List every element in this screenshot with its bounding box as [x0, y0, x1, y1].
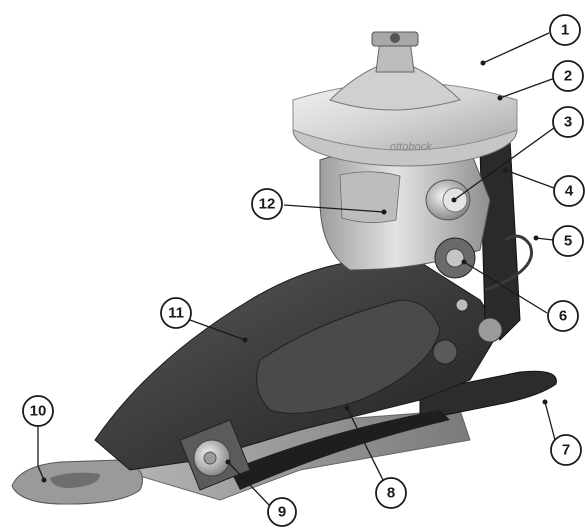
front-axle-pin-center	[203, 451, 217, 465]
callout-11-label: 11	[168, 305, 184, 322]
callout-1: 1	[549, 14, 581, 46]
callout-2-circle	[552, 60, 584, 92]
callout-5: 5	[552, 225, 584, 257]
leader-9-dot	[225, 459, 231, 465]
rear-strut	[479, 139, 521, 341]
leader-lines	[37, 32, 559, 507]
leader-2	[499, 77, 556, 99]
callout-9-circle	[267, 497, 297, 527]
callout-4: 4	[553, 175, 585, 207]
leader-10-dot	[41, 477, 47, 483]
adapter-engraving: ottobock	[390, 141, 432, 153]
callout-12: 12	[251, 188, 283, 220]
housing-window	[339, 171, 401, 223]
callout-1-circle	[549, 14, 581, 46]
callout-4-label: 4	[565, 183, 574, 200]
lower-spring-blade	[230, 410, 450, 490]
callout-2: 2	[552, 60, 584, 92]
rear-lower-pivot-2	[432, 339, 458, 365]
spring-cylinder	[256, 299, 441, 414]
callout-8: 8	[375, 477, 407, 509]
leader-6-dot	[461, 259, 467, 265]
callout-10: 10	[22, 395, 54, 427]
leader-11-dot	[242, 337, 248, 343]
callout-5-circle	[552, 225, 584, 257]
leader-10	[37, 426, 45, 481]
leader-8	[346, 407, 384, 481]
callout-9-label: 9	[278, 504, 286, 521]
callout-7: 7	[550, 434, 582, 466]
leader-5	[535, 237, 554, 241]
callout-6: 6	[547, 300, 579, 332]
leader-3	[453, 124, 559, 201]
leader-12-dot	[381, 209, 387, 215]
heel-pad-slot	[50, 472, 100, 488]
leader-4	[504, 169, 555, 189]
leader-7	[544, 401, 556, 441]
leader-7-dot	[542, 399, 548, 405]
leader-3-dot	[451, 197, 457, 203]
callout-8-circle	[375, 477, 407, 509]
leader-1-dot	[480, 60, 486, 66]
leader-8-dot	[344, 405, 350, 411]
callout-5-label: 5	[564, 233, 572, 250]
pyramid-adapter	[329, 59, 461, 111]
callout-3: 3	[552, 106, 584, 138]
callout-1-label: 1	[561, 22, 569, 39]
callout-10-label: 10	[30, 403, 47, 420]
leader-9	[227, 461, 271, 507]
callout-12-label: 12	[259, 196, 276, 213]
callout-8-label: 8	[387, 485, 395, 502]
callout-6-circle	[547, 300, 579, 332]
ankle-pivot-center	[445, 248, 465, 268]
pyramid-bore	[390, 33, 400, 43]
leader-1	[482, 32, 550, 64]
callout-10-circle	[22, 395, 54, 427]
leader-12	[283, 204, 385, 213]
callout-3-circle	[552, 106, 584, 138]
leader-11	[189, 319, 246, 341]
hydraulic-hose	[484, 234, 533, 292]
rear-lower-pivot	[477, 317, 503, 343]
rear-lower-pivot-3	[455, 298, 469, 312]
callout-11-circle	[160, 297, 192, 329]
callout-6-label: 6	[559, 308, 567, 325]
callout-3-label: 3	[564, 114, 572, 131]
callout-11: 11	[160, 297, 192, 329]
leader-5-dot	[533, 235, 539, 241]
toe-spring	[419, 370, 557, 421]
leader-4-dot	[502, 167, 508, 173]
callout-12-circle	[251, 188, 283, 220]
callout-7-circle	[550, 434, 582, 466]
callout-2-label: 2	[564, 68, 572, 85]
callout-9: 9	[267, 497, 297, 527]
leader-6	[463, 261, 548, 314]
leader-2-dot	[497, 95, 503, 101]
callout-7-label: 7	[562, 442, 570, 459]
callout-4-circle	[553, 175, 585, 207]
